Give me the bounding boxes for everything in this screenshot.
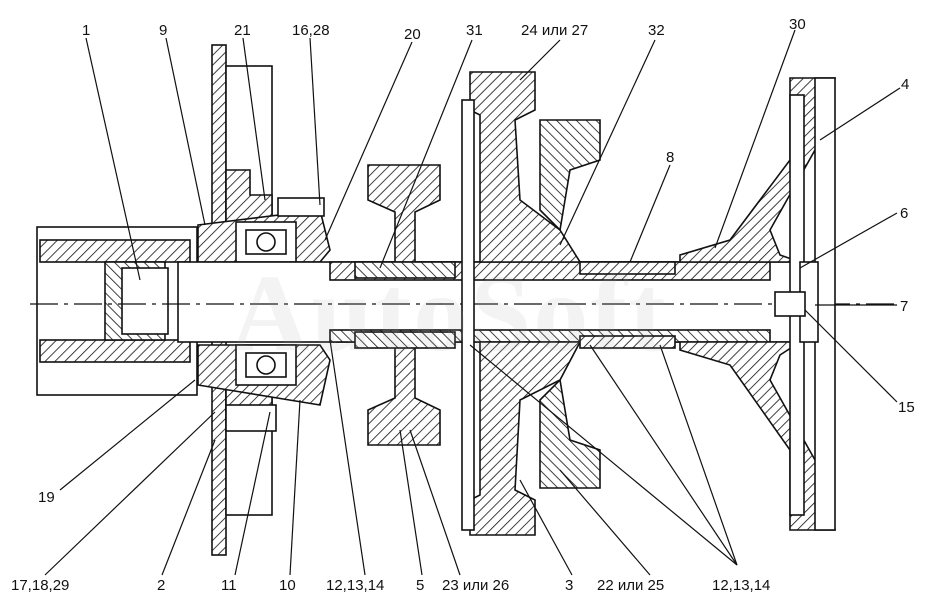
label-6: 6: [900, 205, 909, 222]
label-2: 2: [157, 577, 166, 594]
label-4: 4: [901, 76, 910, 93]
label-15: 15: [898, 399, 915, 416]
label-19: 19: [38, 489, 55, 506]
housing-left: [36, 226, 198, 396]
label-16-28: 16,28: [292, 22, 330, 39]
flange-plate: [211, 44, 273, 556]
label-12-13-14-left: 12,13,14: [326, 577, 385, 594]
label-7: 7: [900, 298, 909, 315]
label-10: 10: [279, 577, 296, 594]
label-3: 3: [565, 577, 574, 594]
right-pulley: [679, 77, 836, 531]
label-32: 32: [648, 22, 665, 39]
label-30: 30: [789, 16, 806, 33]
label-8: 8: [666, 149, 675, 166]
label-22-or-25: 22 или 25: [597, 577, 665, 594]
large-pulley: [461, 71, 601, 536]
label-21: 21: [234, 22, 251, 39]
label-9: 9: [159, 22, 168, 39]
label-23-or-26: 23 или 26: [442, 577, 510, 594]
label-24-or-27: 24 или 27: [521, 22, 589, 39]
sleeve: [579, 261, 676, 349]
label-5: 5: [416, 577, 425, 594]
label-20: 20: [404, 26, 421, 43]
leader-lines: [44, 29, 901, 576]
small-pulley: [354, 164, 456, 446]
label-1: 1: [82, 22, 91, 39]
bearing-housing: [197, 197, 331, 432]
label-17-18-29: 17,18,29: [11, 577, 70, 594]
label-31: 31: [466, 22, 483, 39]
label-11: 11: [221, 577, 237, 594]
label-12-13-14-right: 12,13,14: [712, 577, 771, 594]
